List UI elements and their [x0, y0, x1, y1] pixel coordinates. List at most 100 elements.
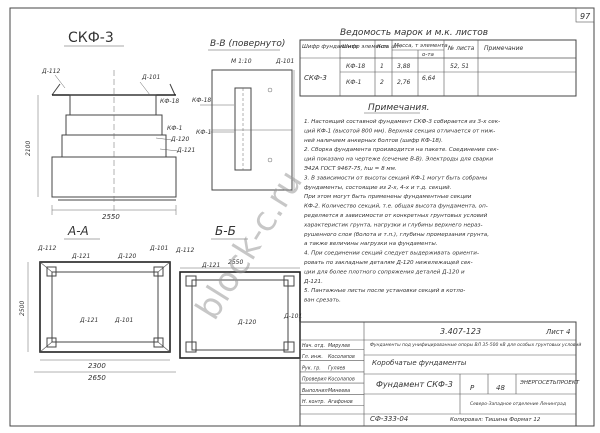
callout-d121-bb: Д-121 [201, 262, 220, 269]
bottom-line: Копировал: Тишина Формат 12 [450, 417, 541, 423]
stamp-bottom: СФ-333-04 [370, 415, 408, 423]
col-sheet: № листа [447, 45, 475, 52]
plan-aa-view: А-А 2300 2650 2500 Д-112 Д-121 Д-120 Д-1… [19, 224, 176, 382]
note-line: ней наличием анкерных болтов (шифр КФ-18… [304, 138, 443, 144]
sig-role: Гл. инж. [302, 354, 323, 360]
page-corner-number: 97 [580, 12, 591, 21]
plan-height-dim: 2500 [19, 301, 26, 316]
notes-heading: Примечания. [368, 103, 430, 113]
note-line: ций КФ-1 (высотой 800 мм). Верхняя секци… [304, 128, 495, 134]
callout-d101-top: Д-101 [141, 74, 160, 81]
sig-role: Выполнил [302, 388, 328, 394]
callout-d121: Д-121 [176, 147, 195, 154]
section-bb-label: Б-Б [215, 224, 236, 238]
overall-width-dim: 2550 [102, 213, 120, 221]
callout-kf1-vv: КФ-1 [196, 129, 211, 136]
r2-mass: 2,76 [397, 79, 411, 86]
stage: Р [470, 384, 475, 392]
corner-box [575, 7, 595, 23]
r2-count: 2 [380, 79, 384, 86]
r1-mass: 3,88 [397, 63, 411, 70]
callout-kf18-vv: КФ-18 [192, 97, 211, 104]
note-line: Э42А ГОСТ 9467-75, hш = 8 мм. [303, 166, 397, 172]
note-line: характеристик грунта, нагрузки и глубины… [303, 222, 483, 228]
sig-role: Н. контр. [302, 399, 325, 405]
drawing-name: Фундамент СКФ-3 [376, 380, 453, 389]
plan-label: А-А [67, 224, 89, 238]
org: ЭНЕРГОСЕТЬПРОЕКТ [519, 380, 580, 386]
scale-vv: М 1:10 [231, 58, 252, 65]
callout-d120: Д-120 [170, 136, 189, 143]
callout-d101-bb: Д-101 [283, 313, 302, 320]
callout-d112-plan: Д-112 [37, 245, 56, 252]
sig-name: Гуляев [328, 365, 345, 371]
r1-count: 1 [380, 63, 384, 70]
sig-role: Проверил [302, 377, 327, 383]
note-line: ределяется в зависимости от конкретных г… [303, 213, 488, 219]
inner-width-dim: 2300 [88, 362, 106, 370]
note-line: фундаменты, состоящие из 2-х, 4-х и т.д.… [304, 185, 452, 191]
callout-d120-plan: Д-120 [117, 253, 136, 260]
callout-d120-bb: Д-120 [237, 319, 256, 326]
section-bb-view: Б-Б Д-112 Д-121 2550 Д-120 Д-101 [175, 224, 302, 359]
sig-name: Агафонов [327, 399, 353, 405]
callout-d101-plan: Д-101 [149, 245, 168, 252]
note-line: а также величины нагрузки на фундаменты. [304, 241, 438, 247]
callout-d121-plan-inner: Д-121 [79, 317, 98, 324]
sig-role: Рук. гр. [302, 365, 321, 371]
col-mark: Шифр элемента [342, 44, 390, 50]
col-note: Примечание [484, 45, 523, 52]
col-shifr: Шифр фундамента [302, 44, 358, 50]
callout-d112-bb: Д-112 [175, 247, 194, 254]
title-mark: СКФ-3 [68, 30, 114, 46]
watermark: block-c.ru [188, 163, 311, 326]
note-line: 1. Настоящий составной фундамент СКФ-3 с… [304, 119, 500, 125]
note-line: ций показано на чертеже (сечение В-В). Э… [304, 157, 493, 163]
title-block: 3.407-123 Лист 4 Фундаменты под унифицир… [299, 321, 581, 427]
callout-d101-plan-inner: Д-101 [114, 317, 133, 324]
note-line: рушенного слоя (болота и т.п.), глубины … [303, 232, 489, 238]
r1-mark: КФ-18 [346, 63, 365, 70]
r2-mark: КФ-1 [346, 79, 361, 86]
callout-kf18: КФ-18 [160, 98, 179, 105]
sig-name: Мирулев [328, 343, 350, 349]
doc-code: 3.407-123 [440, 327, 481, 336]
note-line: Д-121. [303, 279, 323, 285]
sig-name: Минеева [328, 388, 350, 394]
note-line: При этом могут быть применены фундаментн… [304, 194, 472, 200]
r2-total: 6,64 [422, 75, 436, 82]
section-vv-label: В-В (повернуто) [210, 39, 285, 49]
subject: Коробчатые фундаменты [372, 359, 467, 367]
note-line: 2. Сборка фундамента производится на пак… [304, 147, 499, 153]
sig-name: Косолапов [328, 377, 355, 383]
callout-d112-top: Д-112 [41, 68, 60, 75]
sheet-no: 48 [496, 384, 505, 392]
note-line: 4. При соединении секций следует выдержи… [304, 251, 479, 257]
callout-d101-vv: Д-101 [275, 58, 294, 65]
r1-sheet: 52, 51 [450, 63, 469, 70]
left-height-dim: 2100 [25, 141, 32, 156]
sig-role: Нач. отд. [302, 343, 325, 349]
note-line: 3. В зависимости от высоты секций КФ-1 м… [304, 175, 488, 181]
sig-name: Косолапов [328, 354, 355, 360]
col-count: Кол. шт. [377, 44, 402, 50]
note-line: ровать по закладным деталям Д-120 нижеле… [303, 260, 473, 266]
elevation-view: 2550 2100 Д-101 Д-112 КФ-18 КФ-1 Д-120 Д… [25, 68, 195, 221]
note-line: ции для более плотного сопряжения детале… [304, 269, 465, 275]
org-sub: Северо-Западное отделение Ленинград [470, 401, 566, 407]
callout-kf1: КФ-1 [167, 125, 182, 132]
row-code: СКФ-3 [304, 74, 327, 82]
sheet-label: Лист 4 [545, 328, 570, 336]
plan-width-dim: 2650 [88, 374, 106, 382]
width-dim-bb: 2550 [228, 259, 243, 266]
col-total: о-та [422, 52, 435, 58]
spec-table: Ведомость марок и м.к. листов Шифр фунда… [299, 28, 577, 97]
note-line: ван срезать. [304, 298, 341, 304]
notes-lines: 1. Настоящий составной фундамент СКФ-3 с… [303, 119, 500, 304]
note-line: 5. Пантажные листы после установки секци… [304, 288, 465, 294]
note-line: КФ-2. Количество секций, т.е. общая высо… [304, 204, 488, 210]
col-mass: Масса, т элемента [394, 43, 448, 49]
section-vv-view: В-В (повернуто) М 1:10 Д-101 КФ-18 КФ-1 [192, 39, 294, 191]
